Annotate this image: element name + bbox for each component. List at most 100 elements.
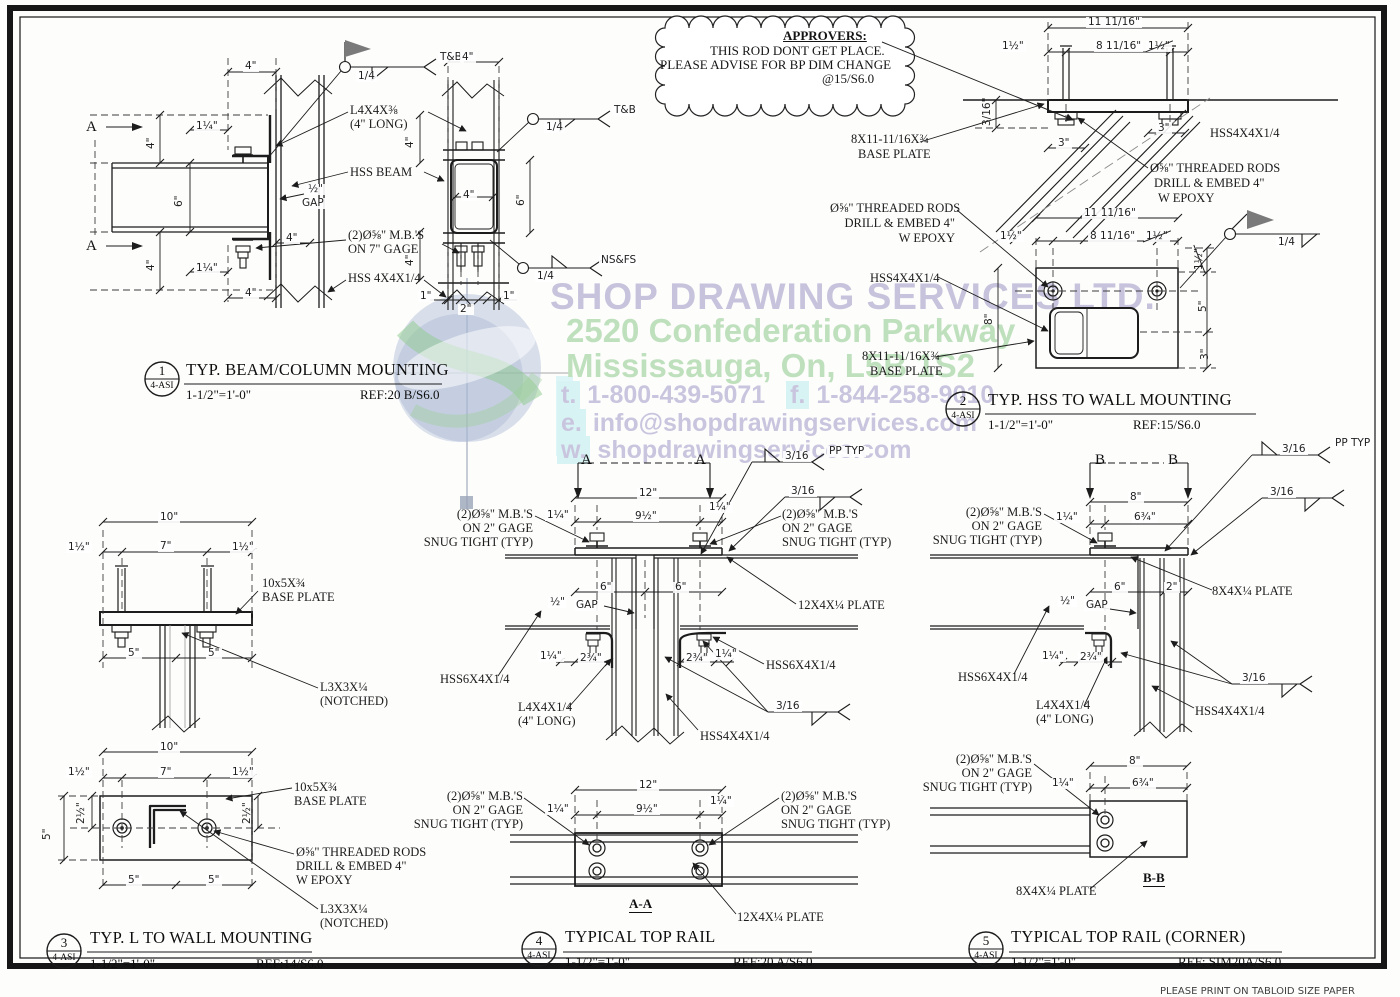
- dim-5in: 5": [206, 647, 222, 659]
- label-hss: HSS4X4X1/4: [1210, 126, 1280, 140]
- dim-1-1-4in: 1¼": [194, 262, 220, 274]
- detail-number: 3: [60, 935, 68, 950]
- section-mark-b: B: [1168, 452, 1179, 468]
- print-note: PLEASE PRINT ON TABLOID SIZE PAPER: [1160, 986, 1355, 997]
- weld-note-tb: T&B: [612, 104, 638, 116]
- detail-sheet-tag: 4-ASI: [974, 951, 998, 961]
- detail-title: TYPICAL TOP RAIL: [565, 927, 716, 946]
- label-bolts: (2)Ø⅝" M.B.'S: [955, 752, 1032, 766]
- detail-ref: REF:15/S6.0: [1133, 417, 1201, 432]
- dim-1in: 1": [418, 290, 434, 302]
- label-base-plate-size: 10x5X¾: [262, 576, 306, 590]
- label-angle-notched: (NOTCHED): [320, 694, 389, 708]
- label-base-plate: BASE PLATE: [294, 794, 367, 808]
- dim-11-11-16: 11 11/16": [1082, 207, 1138, 219]
- label-bolts: (2)Ø⅝" M.B.'S: [965, 505, 1042, 519]
- weld-note-nsfs: NS&FS: [599, 254, 639, 266]
- weld-size: 1/4: [356, 70, 377, 82]
- label-rods-epoxy: W EPOXY: [898, 231, 955, 245]
- weld-size: 1/4: [544, 121, 565, 133]
- dim-1-1-2in: 1½": [230, 541, 256, 553]
- detail-ref: REF: SIM20A/S6.0: [1178, 954, 1282, 969]
- dim-2in: 2": [458, 303, 474, 315]
- label-base-plate-size: 8X11-11/16X¾: [851, 132, 929, 146]
- label-rods: Ø⅝" THREADED RODS: [296, 845, 427, 859]
- dim-1-1-2in: 1½": [66, 541, 92, 553]
- label-bolts-gage: ON 2" GAGE: [462, 521, 533, 535]
- cloud-line-3: @15/S6.0: [822, 71, 875, 86]
- dim-10in: 10": [158, 511, 181, 523]
- dim-6-3-4in: 6¾": [1132, 511, 1158, 523]
- dim-gap: ½": [548, 596, 568, 608]
- dim-1-1-2in: 1½": [1000, 40, 1026, 52]
- weld-size: 3/16: [774, 700, 802, 712]
- email-prefix: e.: [557, 409, 586, 437]
- section-label-bb: B-B: [1143, 870, 1165, 887]
- dim-8-11-16: 8 11/16": [1088, 230, 1138, 242]
- label-bolts: (2)Ø⅝" M.B.'S: [456, 507, 533, 521]
- dim-1-1-4in: 1¼": [194, 120, 220, 132]
- detail-title: TYP. HSS TO WALL MOUNTING: [988, 390, 1232, 409]
- dim-12in: 12": [637, 487, 660, 499]
- dim-5in: 5": [126, 874, 142, 886]
- dim-1-1-4in: 1¼": [1040, 650, 1066, 662]
- label-rods: Ø⅝" THREADED RODS: [1150, 161, 1281, 175]
- detail-scale: 1-1/2"=1'-0": [186, 387, 252, 402]
- dim-2in: 2": [1164, 581, 1180, 593]
- dim-6in: 6": [1112, 581, 1128, 593]
- dim-1-1-4in: 1¼": [1054, 511, 1080, 523]
- watermark-address-2: Mississauga, On, L5B 1S2: [566, 347, 975, 384]
- detail-scale: 1-1/2"=1'-0": [1011, 954, 1077, 969]
- label-hss-beam: HSS BEAM: [350, 165, 413, 179]
- watermark-email: e. info@shopdrawingservices.com: [557, 409, 977, 438]
- dim-11-11-16: 11 11/16": [1086, 16, 1142, 28]
- label-plate: 12X4X¼ PLATE: [737, 910, 824, 924]
- label-bolts-snug: SNUG TIGHT (TYP): [932, 533, 1042, 547]
- dim-9-1-2in: 9½": [633, 510, 659, 522]
- label-angle: L4X4X⅜: [350, 103, 398, 117]
- dim-1-1-4in: 1¼": [538, 650, 564, 662]
- dim-6in: 6": [673, 581, 689, 593]
- label-bolts: (2)Ø⅝" M.B.'S: [446, 789, 523, 803]
- email-address: info@shopdrawingservices.com: [592, 409, 978, 437]
- label-plate: 8X4X¼ PLATE: [1016, 884, 1097, 898]
- section-mark-a: A: [581, 452, 592, 468]
- dim-9-1-2in: 9½": [634, 803, 660, 815]
- dim-1-1-2in: 1½": [66, 766, 92, 778]
- label-base-plate: BASE PLATE: [870, 364, 943, 378]
- section-label-aa: A-A: [629, 896, 653, 913]
- label-rods: Ø⅝" THREADED RODS: [830, 201, 961, 215]
- detail-title: TYP. BEAM/COLUMN MOUNTING: [186, 360, 449, 379]
- label-bolts-snug: SNUG TIGHT (TYP): [423, 535, 533, 549]
- web-prefix: w.: [557, 436, 591, 464]
- weld-size: 3/16: [1268, 486, 1296, 498]
- dim-gap: ½": [306, 183, 326, 195]
- label-angle: L4X4X1/4: [518, 700, 573, 714]
- detail-number: 1: [158, 363, 166, 378]
- weld-size: 3/16: [1280, 443, 1308, 455]
- label-base-plate-size: 8X11-11/16X¾: [862, 349, 940, 363]
- cloud-line-2: PLEASE ADVISE FOR BP DIM CHANGE: [660, 57, 892, 72]
- label-bolts-gage: ON 2" GAGE: [782, 521, 853, 535]
- detail-ref: REF:14/S6.0: [256, 956, 324, 971]
- dim-4in: 4": [243, 60, 259, 72]
- detail-ref: REF:20 B/S6.0: [360, 387, 440, 402]
- label-base-plate: BASE PLATE: [262, 590, 335, 604]
- label-hss-column: HSS 4X4X1/4: [348, 271, 421, 285]
- detail-title: TYP. L TO WALL MOUNTING: [90, 928, 313, 947]
- dim-gap: ½": [1058, 595, 1078, 607]
- label-angle-length: (4" LONG): [350, 117, 408, 131]
- label-angle: L3X3X¼: [320, 680, 368, 694]
- cloud-line-1: THIS ROD DONT GET PLACE.: [710, 43, 885, 58]
- dim-2-3-4in: 2¾": [684, 652, 710, 664]
- dim-4in: 4": [284, 232, 300, 244]
- label-bolts-snug: SNUG TIGHT (TYP): [413, 817, 523, 831]
- dim-2-3-4in: 2¾": [578, 652, 604, 664]
- dim-gap-word: GAP: [300, 197, 326, 209]
